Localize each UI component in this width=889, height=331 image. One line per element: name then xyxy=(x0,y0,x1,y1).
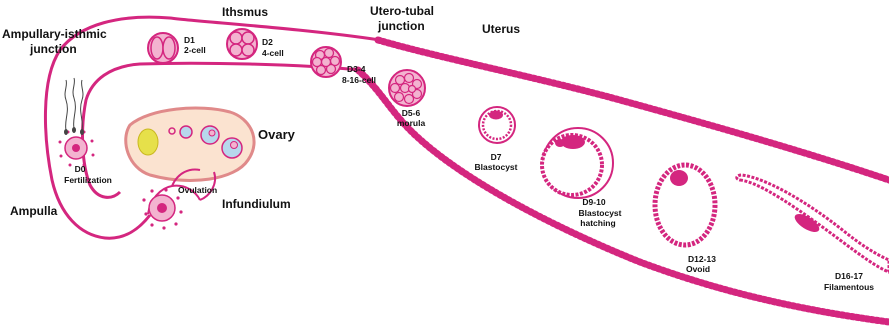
label-d0: D0 xyxy=(75,164,86,174)
label-d5-6: D5-6 xyxy=(402,108,421,118)
label-ampullary-isthmic-2: junction xyxy=(29,42,77,56)
ovary-follicle-3-oocyte xyxy=(231,142,238,149)
ovary-follicle-1 xyxy=(180,126,192,138)
label-infundibulum: Infundiulum xyxy=(222,197,291,211)
label-d7: D7 xyxy=(491,152,502,162)
label-d1: D1 xyxy=(184,35,195,45)
label-ovary: Ovary xyxy=(258,127,296,142)
embryo-blastocyst xyxy=(479,107,515,143)
embryo-2-cell xyxy=(148,33,178,63)
label-hatching: hatching xyxy=(580,218,615,228)
label-blastocyst-2: Blastocyst xyxy=(579,208,622,218)
label-filamentous: Filamentous xyxy=(824,282,874,292)
label-morula: morula xyxy=(397,118,426,128)
embryo-morula xyxy=(389,70,425,106)
label-d12-13: D12-13 xyxy=(688,254,716,264)
fertilized-oocyte xyxy=(59,131,95,167)
label-isthmus: Ithsmus xyxy=(222,5,268,19)
label-ovulation: Ovulation xyxy=(178,185,217,195)
label-2-cell: 2-cell xyxy=(184,45,206,55)
label-ampullary-isthmic-1: Ampullary-isthmic xyxy=(2,27,107,41)
label-d16-17: D16-17 xyxy=(835,271,863,281)
label-uterus: Uterus xyxy=(482,22,520,36)
ovary-follicle-2-oocyte xyxy=(209,130,215,136)
uterus-lower-wall xyxy=(358,70,889,322)
embryo-hatching-blastocyst xyxy=(542,128,613,198)
label-blastocyst: Blastocyst xyxy=(475,162,518,172)
sperm-icon xyxy=(65,78,84,135)
corpus-luteum xyxy=(138,129,158,155)
embryo-ovoid xyxy=(655,165,715,245)
embryo-filamentous xyxy=(737,175,889,272)
label-8-16-cell: 8-16-cell xyxy=(342,75,376,85)
label-utero-tubal-1: Utero-tubal xyxy=(370,4,434,18)
label-ampulla: Ampulla xyxy=(10,204,58,218)
label-utero-tubal-2: junction xyxy=(377,19,425,33)
embryo-4-cell xyxy=(227,29,257,59)
label-d9-10: D9-10 xyxy=(582,197,605,207)
ovulated-oocyte xyxy=(142,188,182,229)
label-d2: D2 xyxy=(262,37,273,47)
label-d3-4: D3-4 xyxy=(347,64,366,74)
embryo-8-16-cell xyxy=(311,47,341,77)
label-ovoid: Ovoid xyxy=(686,264,710,274)
label-4-cell: 4-cell xyxy=(262,48,284,58)
uterus-lower-wall-solid xyxy=(358,70,889,322)
label-fertilization: Fertilization xyxy=(64,175,112,185)
